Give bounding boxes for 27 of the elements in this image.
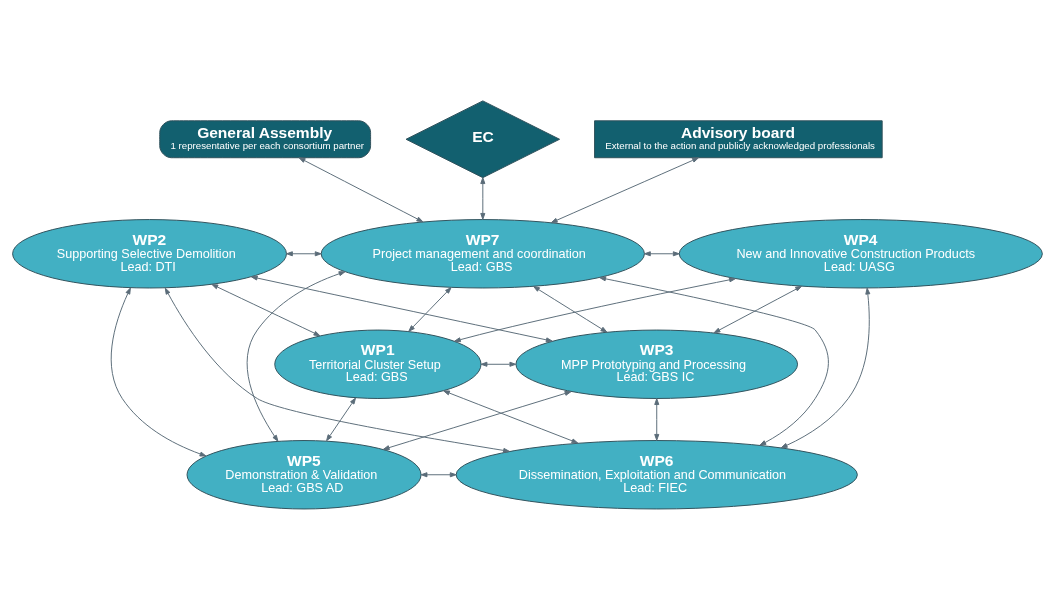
arrow bbox=[246, 271, 346, 442]
arrow bbox=[110, 287, 207, 457]
arrow bbox=[211, 283, 321, 337]
node-ellipse: WP4 New and Innovative Construction Products Lead: UASG bbox=[678, 219, 1043, 289]
arrow bbox=[286, 251, 322, 257]
arrow bbox=[443, 390, 579, 444]
arrow bbox=[298, 157, 424, 223]
arrow bbox=[780, 287, 871, 449]
arrow bbox=[713, 285, 802, 334]
arrow bbox=[326, 397, 356, 442]
node-ellipse: WP5 Demonstration & Validation Lead: GBS AD bbox=[186, 440, 422, 510]
arrow bbox=[599, 276, 829, 446]
node-box: General Assembly 1 representative per each consortium partner bbox=[159, 120, 372, 159]
node-box: Advisory board External to the action and publicly acknowledged professionals bbox=[594, 120, 883, 159]
arrow bbox=[654, 398, 660, 441]
arrow bbox=[454, 277, 736, 343]
arrow bbox=[408, 287, 452, 332]
arrow bbox=[550, 157, 699, 224]
node-diamond: EC bbox=[405, 100, 561, 179]
arrow bbox=[250, 275, 553, 343]
arrow bbox=[480, 177, 486, 220]
arrow bbox=[533, 285, 608, 333]
arrow bbox=[480, 361, 517, 367]
arrow bbox=[382, 390, 572, 451]
arrow bbox=[644, 251, 680, 257]
arrow bbox=[420, 472, 457, 478]
arrow bbox=[164, 287, 510, 453]
